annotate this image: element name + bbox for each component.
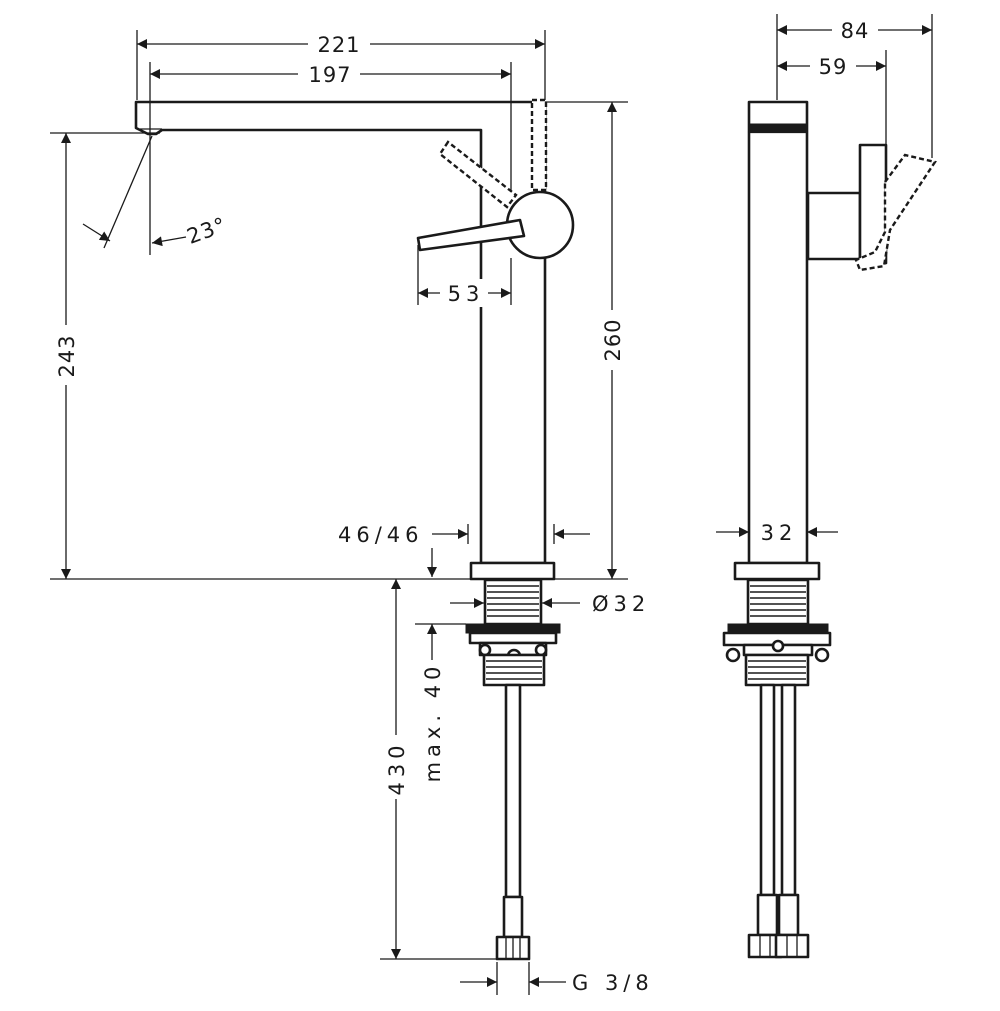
dimension-thread-diameter: Ø32 — [450, 592, 650, 616]
dimension-260: 260 — [598, 102, 626, 579]
dimension-max-40: max. 40 — [418, 624, 446, 782]
dim-label-46-46: 46/46 — [338, 523, 424, 547]
front-view — [134, 98, 575, 961]
dimension-hose-connection: G 3/8 — [460, 971, 654, 995]
dim-label-430: 430 — [385, 740, 409, 795]
dim-label-84: 84 — [841, 19, 870, 43]
dim-label-59: 59 — [819, 55, 848, 79]
dim-label-197: 197 — [308, 63, 351, 87]
dimension-221: 221 — [137, 30, 545, 58]
lower-thread-front — [482, 653, 546, 687]
dim-label-243: 243 — [55, 334, 79, 377]
dimension-430: 430 — [382, 579, 410, 959]
threaded-shank-front — [483, 578, 543, 626]
lever-alternate-positions — [438, 98, 548, 209]
dim-label-max-40: max. 40 — [421, 662, 445, 783]
fixing-nut-side — [722, 623, 832, 663]
fixing-nut-front — [465, 623, 561, 664]
faucet-body-side — [747, 100, 809, 565]
dimension-46-46: 46/46 — [338, 523, 590, 577]
dimension-53: 53 — [418, 279, 511, 307]
dim-label-221: 221 — [317, 33, 360, 57]
lower-thread-side — [744, 653, 810, 687]
dimension-angle-23: 23° — [82, 135, 230, 249]
threaded-shank-side — [746, 578, 810, 626]
supply-hose-front — [495, 683, 531, 961]
side-view — [722, 100, 937, 959]
dim-label-g-3-8: G 3/8 — [572, 971, 654, 995]
dim-label-23-degree: 23° — [184, 213, 230, 249]
lever-handle — [416, 190, 575, 260]
lever-side — [806, 143, 937, 272]
dimension-32-side: 32 — [716, 521, 838, 545]
dim-label-53: 53 — [448, 282, 485, 306]
supply-hoses-side — [747, 683, 810, 959]
dim-label-32-side: 32 — [761, 521, 798, 545]
base-ring-side — [733, 561, 821, 581]
dimension-243: 243 — [52, 133, 80, 579]
faucet-body-front — [134, 100, 547, 565]
dim-label-260: 260 — [601, 318, 625, 361]
dimension-197: 197 — [150, 60, 511, 88]
dim-label-diameter-32: Ø32 — [592, 592, 650, 616]
dimension-59: 59 — [777, 52, 886, 80]
dimension-84: 84 — [777, 16, 932, 44]
base-ring-front — [469, 561, 556, 581]
